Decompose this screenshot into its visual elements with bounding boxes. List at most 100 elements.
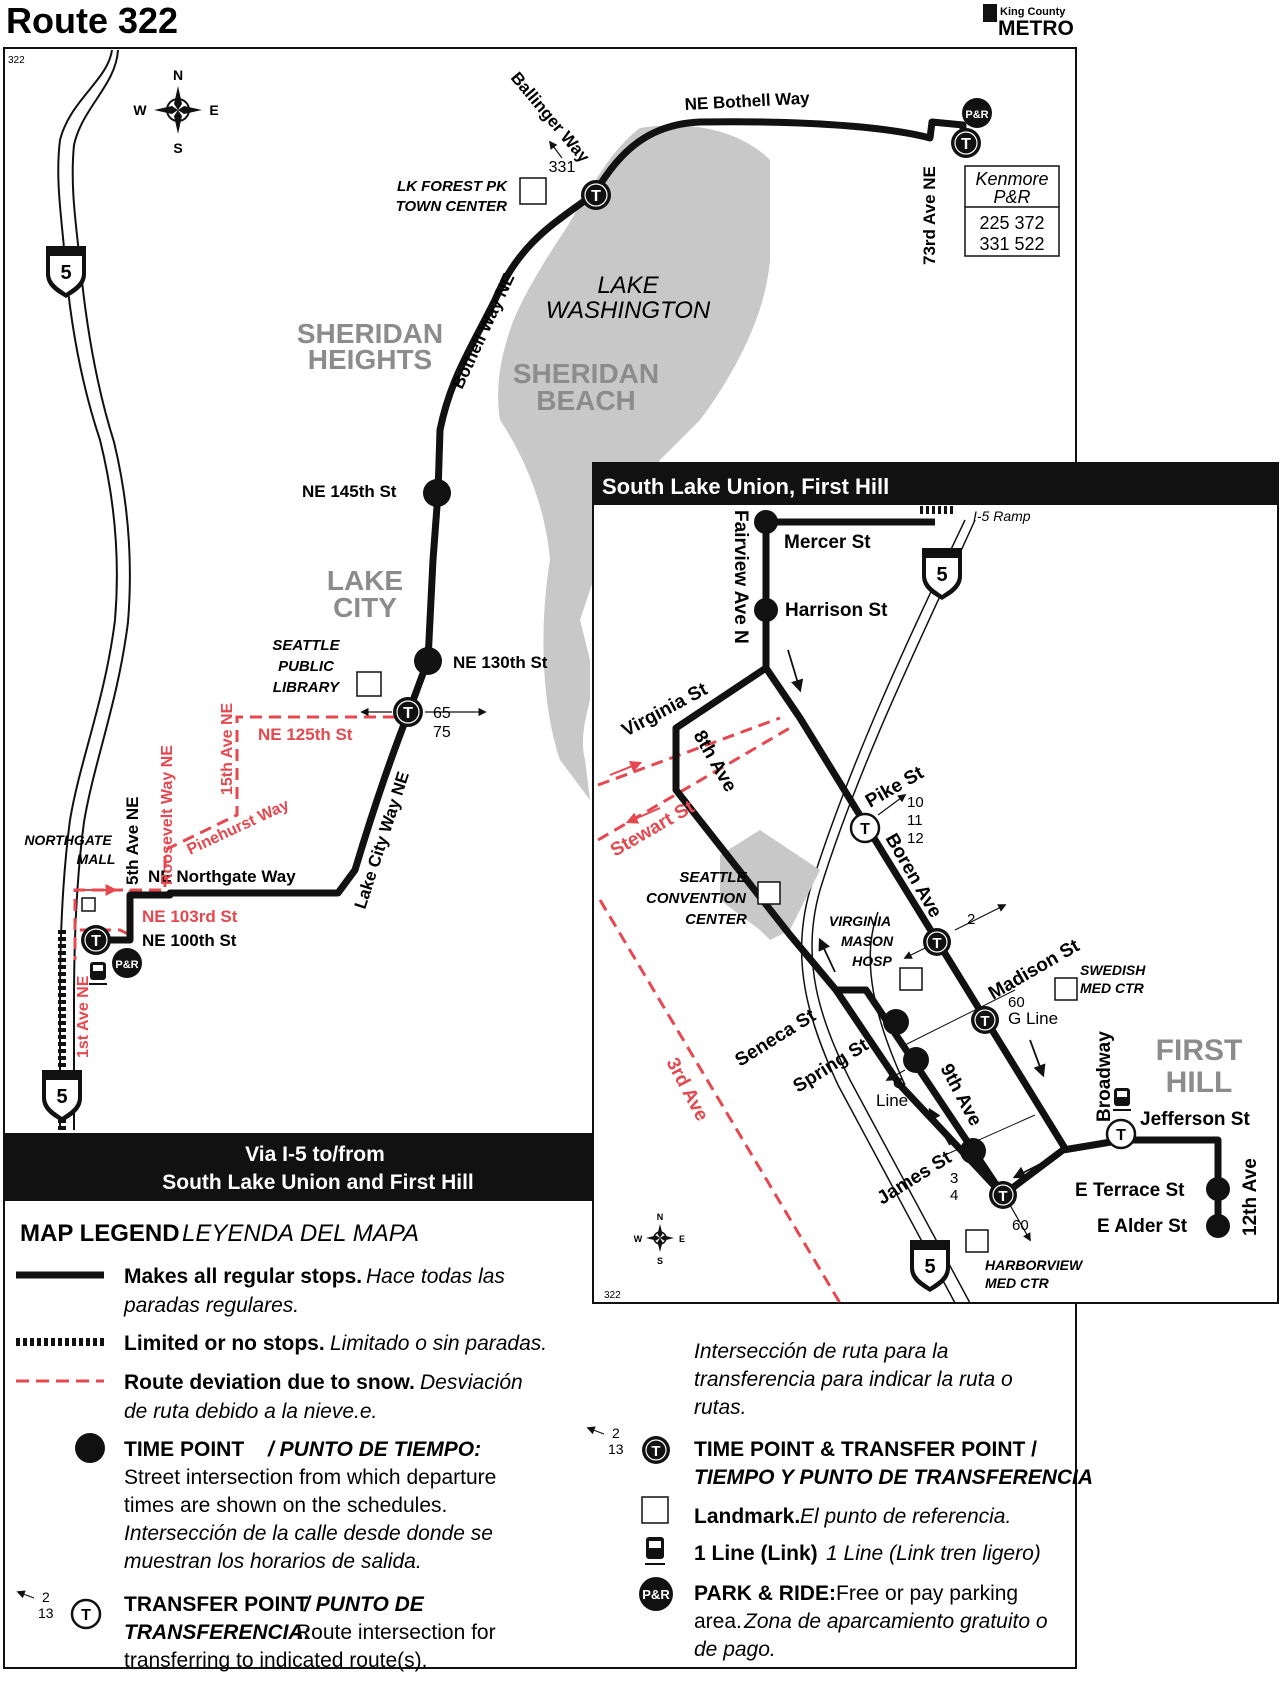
stop-ballinger-transfer[interactable]: T <box>581 180 611 210</box>
stop-harrison[interactable] <box>754 598 778 622</box>
stop-broadway-transfer[interactable]: T <box>1105 1118 1137 1150</box>
snow-roosevelt-way: Roosevelt Way NE <box>159 745 176 885</box>
area-sheridan-heights-2: HEIGHTS <box>308 344 432 375</box>
legend-tp-2: times are shown on the schedules. <box>124 1494 447 1517</box>
legend-pr-3: de pago. <box>694 1638 776 1661</box>
inset-tr-12: 12 <box>907 830 924 847</box>
kenmore-title-1: Kenmore <box>975 169 1048 189</box>
transfer-331: 331 <box>549 159 576 176</box>
legend-regular-bold: Makes all regular stops. <box>124 1265 362 1288</box>
arrow-fairview <box>787 649 804 693</box>
park-ride-northgate[interactable]: P&R <box>112 948 142 978</box>
stop-james[interactable] <box>960 1138 986 1164</box>
legend-link-icon <box>645 1537 665 1565</box>
stop-pike-transfer[interactable]: T <box>849 812 881 844</box>
arrow-8th <box>818 937 836 973</box>
park-ride-kenmore[interactable]: P&R <box>962 98 992 128</box>
compass-inset-n: N <box>657 1212 664 1222</box>
transfer-75: 75 <box>433 724 451 741</box>
landmark-swedish-box <box>1054 977 1078 1001</box>
landmark-library-box <box>356 671 382 697</box>
stop-madison-transfer[interactable]: T <box>971 1006 999 1034</box>
stop-broadway-t: T <box>1116 1127 1126 1144</box>
legend-link-bold: 1 Line (Link) <box>694 1542 818 1565</box>
stop-mercer[interactable] <box>754 510 778 534</box>
landmark-hv-2: MED CTR <box>985 1275 1050 1291</box>
landmark-northgate-box <box>81 897 96 912</box>
legend-landmark-box <box>641 1496 669 1524</box>
stop-northgate-transfer[interactable]: T <box>81 925 111 955</box>
legend-tp-4: muestran los horarios de salida. <box>124 1550 422 1573</box>
legend-tp-3: Intersección de la calle desde donde se <box>124 1522 493 1545</box>
stop-boren-transfer[interactable]: T <box>923 928 951 956</box>
inset-i5-ramp: I-5 Ramp <box>973 508 1031 524</box>
landmark-northgate-1: NORTHGATE <box>24 832 112 848</box>
legend-transfer-num1: 2 <box>42 1589 50 1605</box>
stop-ne-145th[interactable] <box>423 479 451 507</box>
i5-shield-south: 5 <box>42 1070 82 1122</box>
via-i5-line1: Via I-5 to/from <box>245 1143 385 1166</box>
inset-area-first: FIRST <box>1156 1034 1243 1067</box>
kenmore-pr-box: Kenmore P&R 225 372 331 522 <box>964 165 1060 257</box>
i5-highway <box>57 49 118 1130</box>
i5-shield-north: 5 <box>46 246 86 298</box>
stop-e-terrace[interactable] <box>1206 1177 1230 1201</box>
compass-s: S <box>173 140 182 156</box>
inset-e-terrace: E Terrace St <box>1075 1180 1185 1201</box>
legend-pr-symbol: P&R <box>639 1577 673 1611</box>
inset-i5-shield-south-num: 5 <box>924 1256 935 1278</box>
landmark-lk-forest-2: TOWN CENTER <box>396 198 508 215</box>
stop-9th-james-transfer[interactable]: T <box>989 1181 1017 1209</box>
compass-main: N S E W <box>133 67 218 156</box>
legend-tr-1: Route intersection for <box>296 1621 496 1644</box>
legend-rint-1: Intersección de ruta para la <box>694 1340 948 1363</box>
inset-i5 <box>800 519 976 1304</box>
legend-tp-transfer-symbol: T 2 13 <box>586 1425 670 1464</box>
legend-regular-it1: Hace todas las <box>366 1265 505 1288</box>
legend-link-it: 1 Line (Link tren ligero) <box>826 1542 1041 1565</box>
legend-pr-2: area. <box>694 1610 742 1633</box>
legend-regular-it2: paradas regulares. <box>123 1294 299 1317</box>
street-ne-145th: NE 145th St <box>302 482 397 501</box>
snow-arrow-virginia <box>609 760 643 776</box>
landmark-library-3: LIBRARY <box>273 679 341 696</box>
legend-pr-1: Free or pay parking <box>836 1582 1018 1605</box>
legend-lm-it: El punto de referencia. <box>800 1505 1011 1528</box>
inset-tr-4: 4 <box>950 1187 958 1204</box>
legend-title-bold: MAP LEGEND <box>20 1220 180 1247</box>
legend-tpt-t: T <box>651 1443 660 1460</box>
stop-e-alder[interactable] <box>1206 1214 1230 1238</box>
inset-area-hill: HILL <box>1166 1066 1233 1099</box>
area-lake-city-2: CITY <box>333 592 397 623</box>
landmark-lk-forest-1: LK FOREST PK <box>397 178 508 195</box>
landmark-vm-3: HOSP <box>852 953 892 969</box>
street-ne-northgate-way: NE Northgate Way <box>148 867 296 886</box>
landmark-library-1: SEATTLE <box>272 637 340 654</box>
stop-ne-125th-transfer[interactable]: T <box>393 697 423 727</box>
inset-i5-shield-north-num: 5 <box>936 564 947 586</box>
stop-spring[interactable] <box>903 1047 929 1073</box>
legend-tp-1: Street intersection from which departure <box>124 1466 496 1489</box>
legend-tpt-2: TIEMPO Y PUNTO DE TRANSFERENCIA <box>694 1466 1093 1489</box>
legend-lm-bold: Landmark. <box>694 1505 800 1528</box>
stop-kenmore-transfer[interactable]: T <box>951 128 981 158</box>
street-ne-bothell-way: NE Bothell Way <box>684 88 810 114</box>
legend-snow-it2: de ruta debido a la nieve.e. <box>124 1400 377 1423</box>
stop-ne-130th[interactable] <box>414 647 442 675</box>
landmark-lk-forest-box <box>519 177 547 205</box>
street-ballinger-way: Ballinger Way <box>507 68 594 166</box>
legend-rint-3: rutas. <box>694 1396 747 1419</box>
stop-kenmore-t: T <box>961 136 971 153</box>
inset-tr-line: Line <box>876 1091 908 1110</box>
stop-seneca[interactable] <box>883 1009 909 1035</box>
legend-tr-2: transferring to indicated route(s). <box>124 1649 427 1672</box>
landmark-vm-2: MASON <box>841 933 894 949</box>
kenmore-routes-2: 331 522 <box>979 234 1044 254</box>
legend-snow-it1: Desviación <box>420 1371 523 1394</box>
legend-tr-it2: TRANSFERENCIA: <box>124 1621 311 1644</box>
inset-title: South Lake Union, First Hill <box>602 474 889 499</box>
link-rail-icon-broadway <box>1113 1088 1131 1111</box>
compass-w: W <box>133 102 147 118</box>
inset-jefferson: Jefferson St <box>1140 1109 1250 1130</box>
